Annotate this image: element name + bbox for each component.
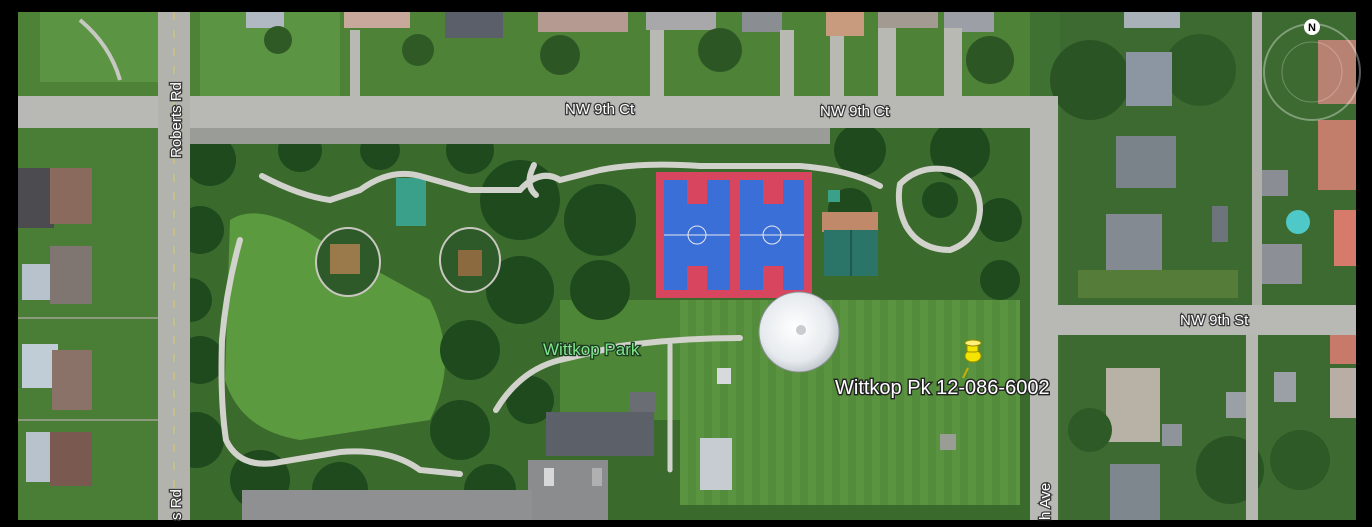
playground <box>315 178 501 297</box>
road-label-roberts-rd-bottom: s Rd <box>168 489 185 520</box>
walking-paths <box>218 161 984 477</box>
road-label-nw-9th-ct-east: NW 9th Ct <box>820 103 890 120</box>
park-buildings <box>242 368 956 520</box>
yellow-pushpin-icon[interactable] <box>962 339 982 379</box>
roads <box>18 12 1356 520</box>
road-label-roberts-rd: Roberts Rd <box>168 82 185 158</box>
road-label-avenue: h Ave <box>1037 483 1054 520</box>
basketball-courts <box>656 172 812 298</box>
compass-north-label: N <box>1308 22 1316 34</box>
residential-block-west <box>18 128 158 520</box>
water-tank <box>758 291 840 373</box>
pavilion <box>822 190 878 276</box>
road-label-nw-9th-st: NW 9th St <box>1180 312 1249 329</box>
road-label-nw-9th-ct-west: NW 9th Ct <box>565 101 635 118</box>
residential-block-east <box>1050 12 1356 520</box>
road-nw-9th-st <box>1030 305 1356 335</box>
placemark-label[interactable]: Wittkop Pk 12-086-6002 <box>834 376 1051 401</box>
park-label[interactable]: Wittkop Park <box>542 339 641 361</box>
compass-ring-icon[interactable] <box>1263 19 1361 121</box>
